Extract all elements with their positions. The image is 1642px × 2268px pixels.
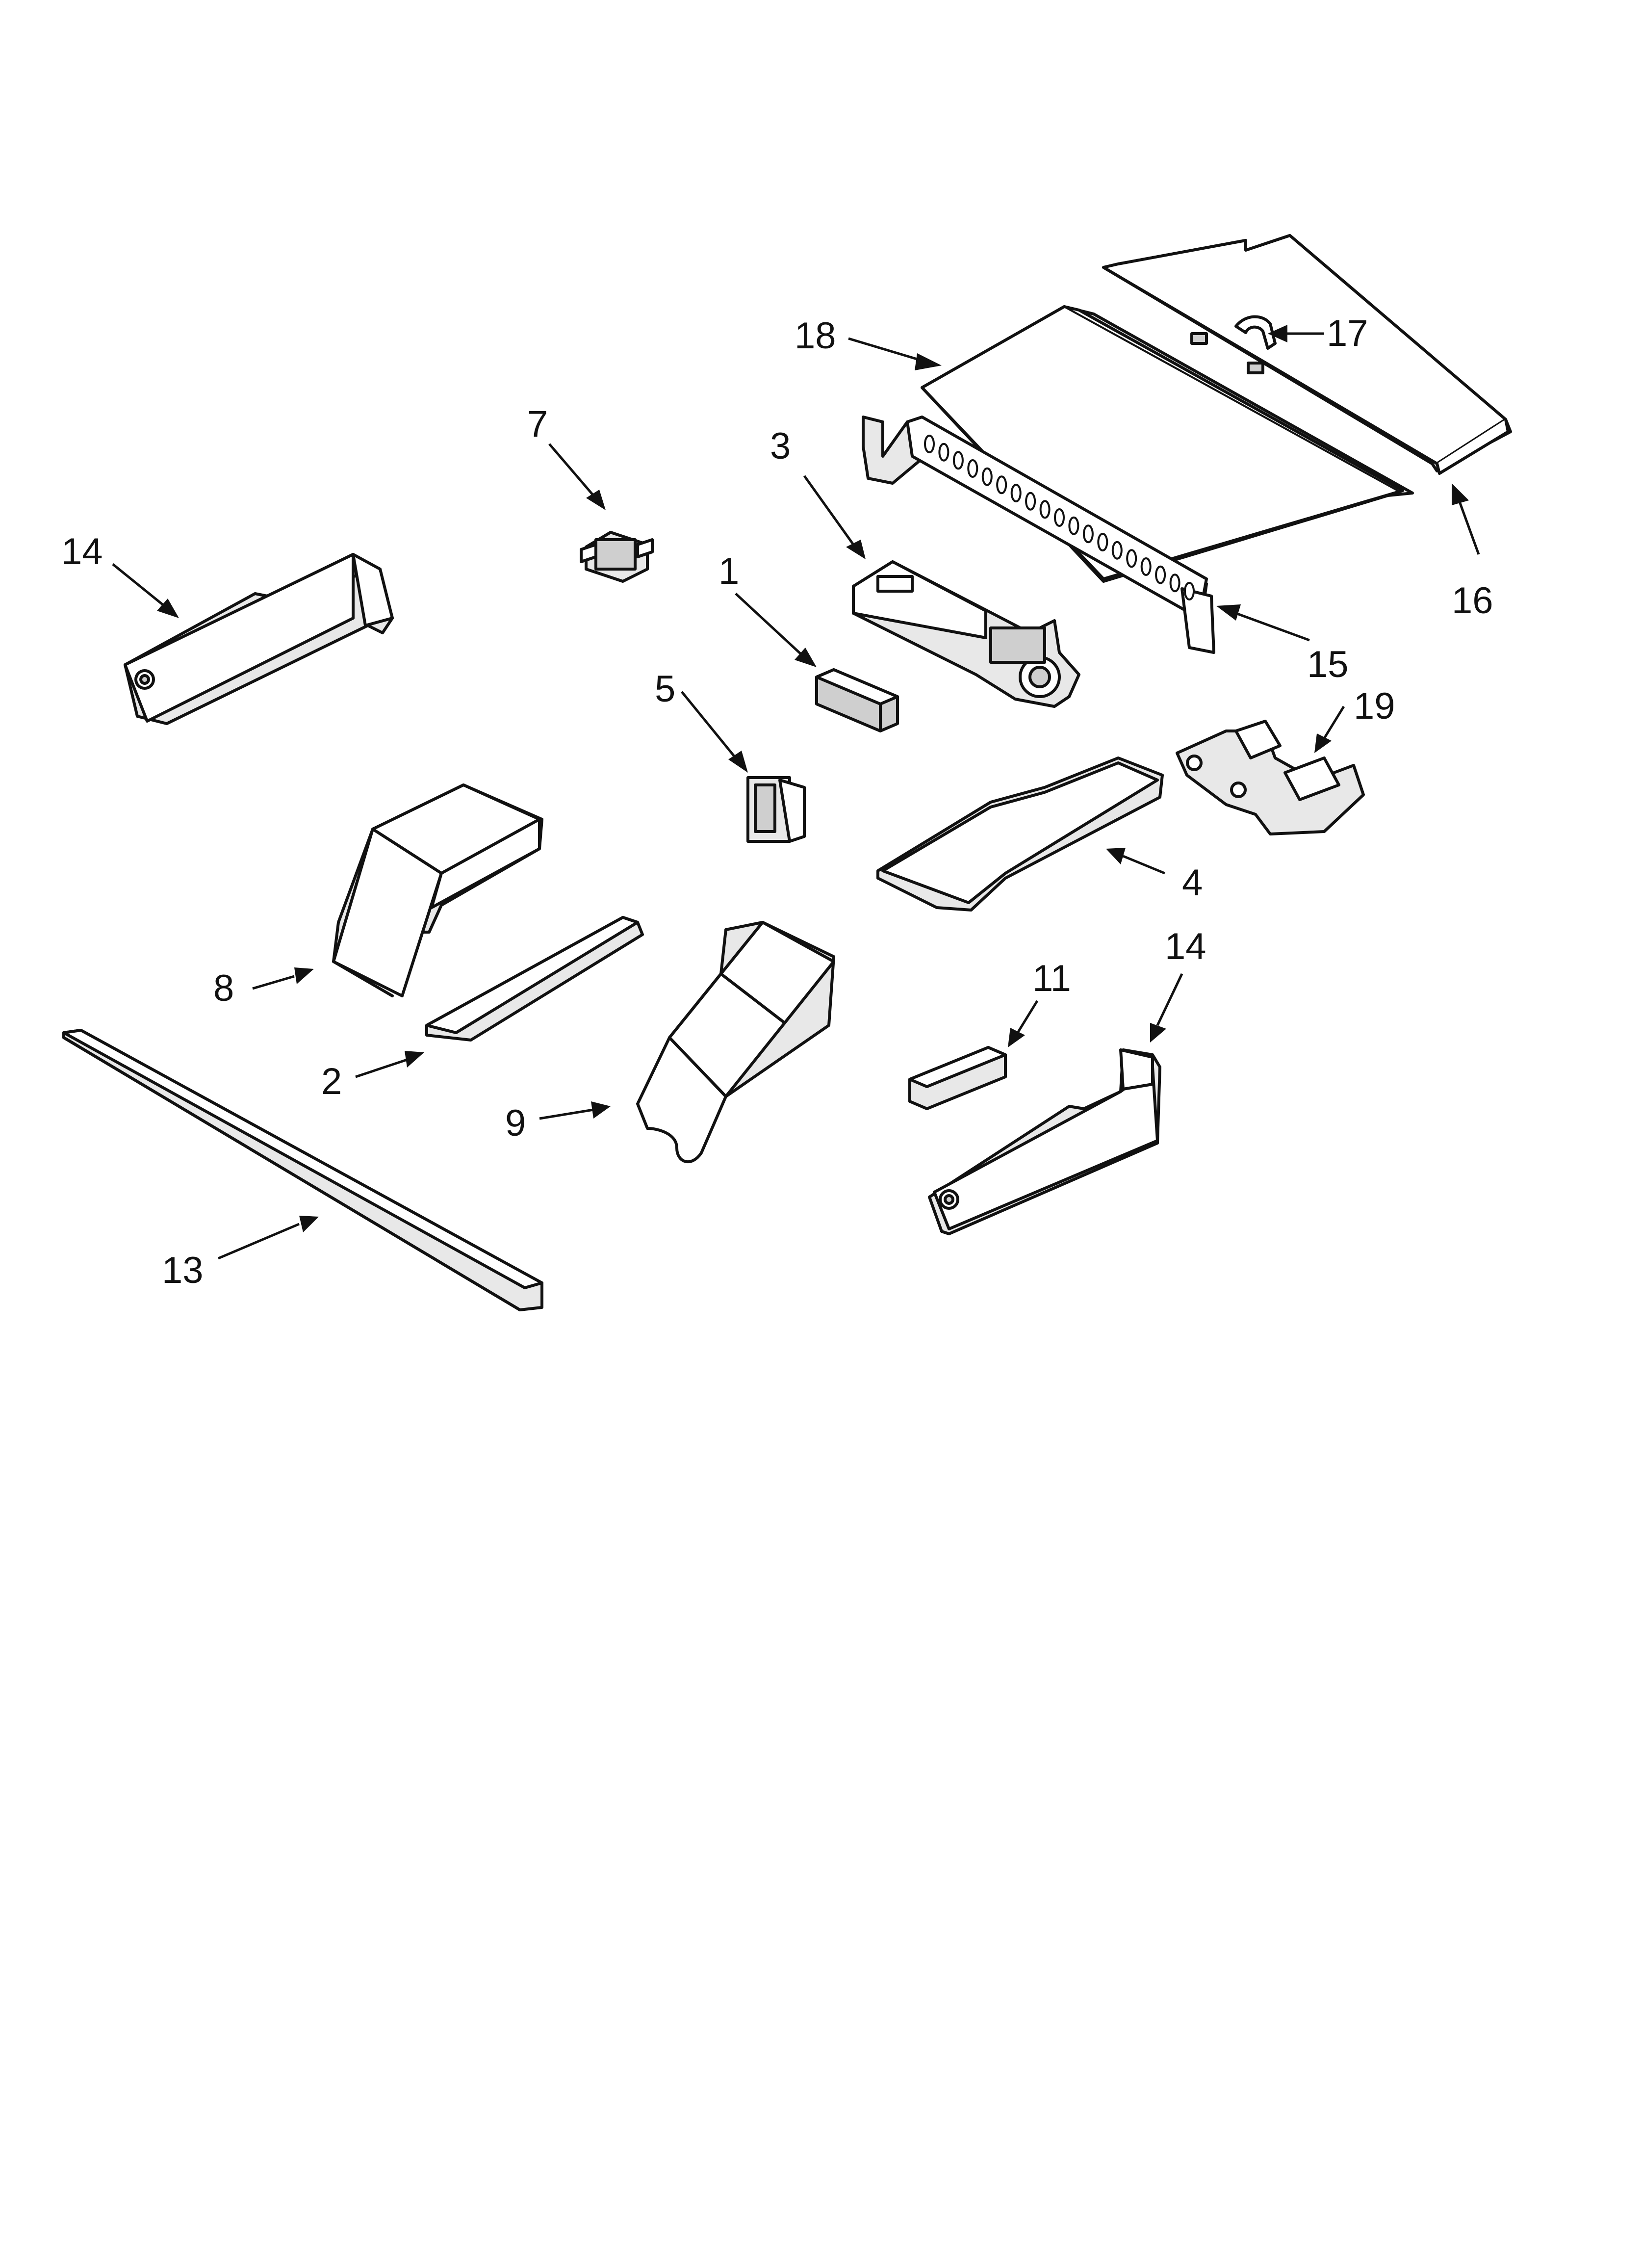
part-9-channel [636, 921, 835, 1164]
perforation-slot [1054, 508, 1065, 527]
callout-14-left: 14 [61, 531, 103, 573]
callout-5: 5 [655, 668, 675, 710]
part-13-base-strip [62, 1029, 543, 1311]
perforation-slot [1155, 565, 1166, 584]
leader-lines [112, 325, 1480, 1260]
callout-18: 18 [795, 315, 836, 357]
part-14-right-side-bracket [928, 1048, 1161, 1235]
callout-7: 7 [527, 403, 548, 445]
callout-13: 13 [162, 1250, 204, 1291]
perforation-slot [967, 459, 978, 478]
perforation-slot [1039, 500, 1051, 519]
part-14-left-side-bracket [124, 553, 394, 725]
part-3-control-assembly [852, 560, 1080, 708]
part-1-foam-block [815, 668, 899, 732]
perforation-slot [1068, 516, 1079, 535]
perforation-slot [1184, 582, 1195, 600]
perforation-slot [1126, 549, 1137, 568]
callout-3: 3 [770, 425, 791, 467]
perforation-slot [1169, 574, 1180, 593]
callout-labels: 18 17 16 7 3 14 1 15 5 19 4 14 8 11 2 9 … [61, 313, 1493, 1291]
perforation-slot [1082, 524, 1094, 544]
perforation-slot [1140, 557, 1152, 576]
callout-19: 19 [1354, 685, 1395, 727]
part-17-clip [1190, 315, 1277, 374]
callout-8: 8 [213, 967, 234, 1009]
perforation-slot [924, 435, 935, 453]
perforation-slot [981, 467, 993, 486]
callout-1: 1 [718, 550, 739, 592]
part-16-top-panel [1102, 234, 1512, 475]
part-11-terminal-block [908, 1046, 1007, 1110]
part-5-switch [746, 776, 806, 843]
callout-4: 4 [1182, 862, 1203, 904]
callout-9: 9 [505, 1102, 526, 1144]
callout-17: 17 [1327, 313, 1368, 354]
callout-11: 11 [1032, 958, 1071, 999]
perforation-slot [1111, 541, 1123, 560]
part-19-small-bracket [1176, 720, 1365, 835]
perforation-slot [1010, 484, 1022, 502]
perforation-slot [952, 451, 964, 470]
perforation-slot [1025, 492, 1036, 511]
perforation-slot [938, 443, 949, 462]
callout-14-right: 14 [1165, 926, 1206, 967]
rail-perforations [924, 435, 1195, 600]
part-8-duct [332, 783, 543, 997]
part-4-mounting-plate [876, 756, 1164, 912]
part-2-strip [425, 916, 644, 1042]
perforation-slot [1097, 533, 1108, 551]
part-7-transformer [580, 531, 654, 583]
callout-2: 2 [321, 1061, 342, 1102]
perforation-slot [996, 475, 1007, 495]
callout-16: 16 [1452, 580, 1493, 622]
callout-15: 15 [1307, 644, 1349, 685]
